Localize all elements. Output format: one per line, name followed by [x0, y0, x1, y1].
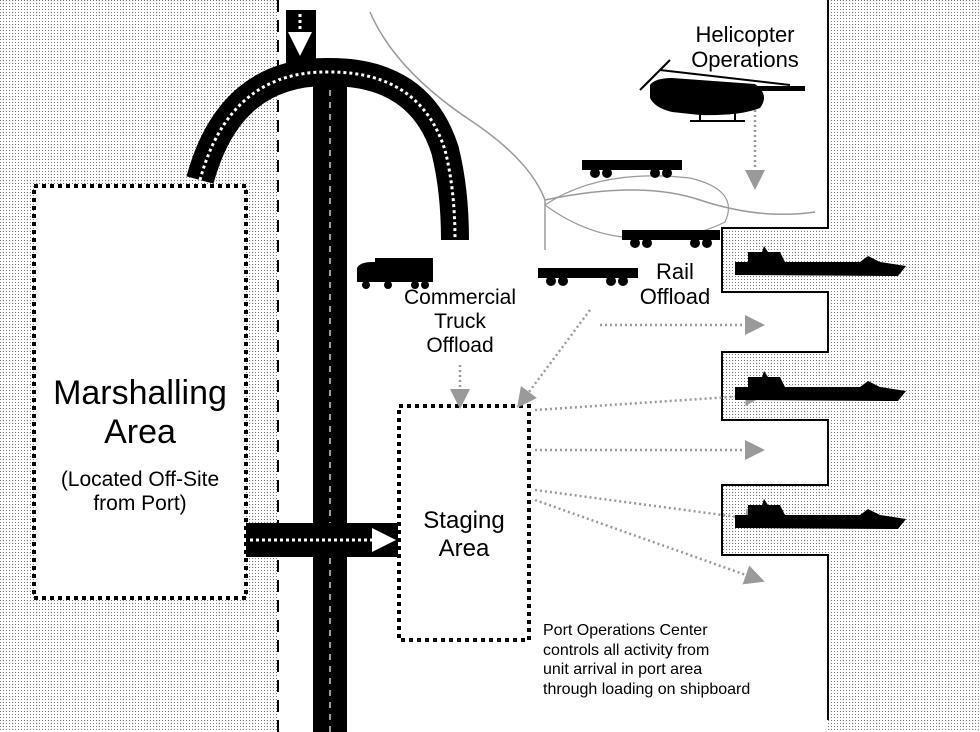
- marshalling-area-box: [32, 184, 248, 600]
- pier-outline: [721, 0, 829, 720]
- helicopter-operations-label: Helicopter Operations: [691, 22, 799, 73]
- entry-road: [286, 10, 316, 65]
- truck-offload-label: Commercial Truck Offload: [403, 286, 516, 358]
- marshalling-area-note: (Located Off-Site from Port): [60, 468, 220, 516]
- water: [722, 0, 980, 732]
- port-operations-center-note: Port Operations Center controls all acti…: [543, 622, 751, 698]
- rail-line: [369, 11, 816, 250]
- rail-loop: [543, 175, 730, 239]
- curved-road-center: [198, 70, 457, 241]
- helicopter-icon: [639, 59, 805, 122]
- rail-offload-label: Rail Offload: [639, 259, 711, 310]
- railcar-icon: [538, 160, 720, 286]
- marshalling-area-title: Marshalling Area: [53, 374, 227, 452]
- ship-icon: [735, 246, 906, 529]
- staging-area-title: Staging Area: [423, 507, 505, 562]
- flow-arrows: [450, 110, 765, 585]
- truck-icon: [357, 258, 433, 289]
